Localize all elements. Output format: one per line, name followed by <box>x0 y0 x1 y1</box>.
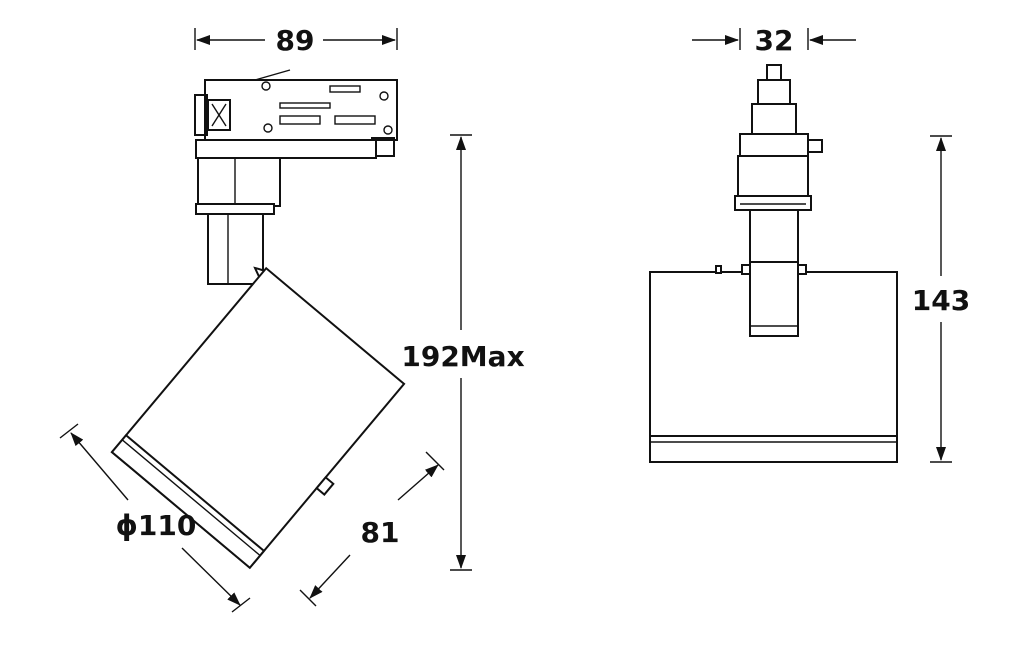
label-head-depth: 81 <box>361 516 400 549</box>
side-view <box>649 64 898 463</box>
label-diameter: ϕ110 <box>116 509 197 542</box>
dim-side-width: 32 <box>692 24 856 57</box>
label-max-height: 192Max <box>401 340 524 373</box>
track-adapter <box>204 79 398 141</box>
dim-max-height: 192Max <box>401 134 525 571</box>
collar <box>197 157 281 207</box>
label-side-height: 143 <box>912 284 970 317</box>
front-view <box>110 69 406 570</box>
dim-diameter: ϕ110 <box>59 423 251 613</box>
dim-head-depth: 81 <box>299 451 445 607</box>
dim-top-width: 89 <box>194 24 398 57</box>
lamp-head <box>110 266 406 570</box>
label-side-width: 32 <box>755 24 794 57</box>
dim-side-height: 143 <box>912 135 970 463</box>
stem <box>207 213 264 285</box>
label-top-width: 89 <box>276 24 315 57</box>
